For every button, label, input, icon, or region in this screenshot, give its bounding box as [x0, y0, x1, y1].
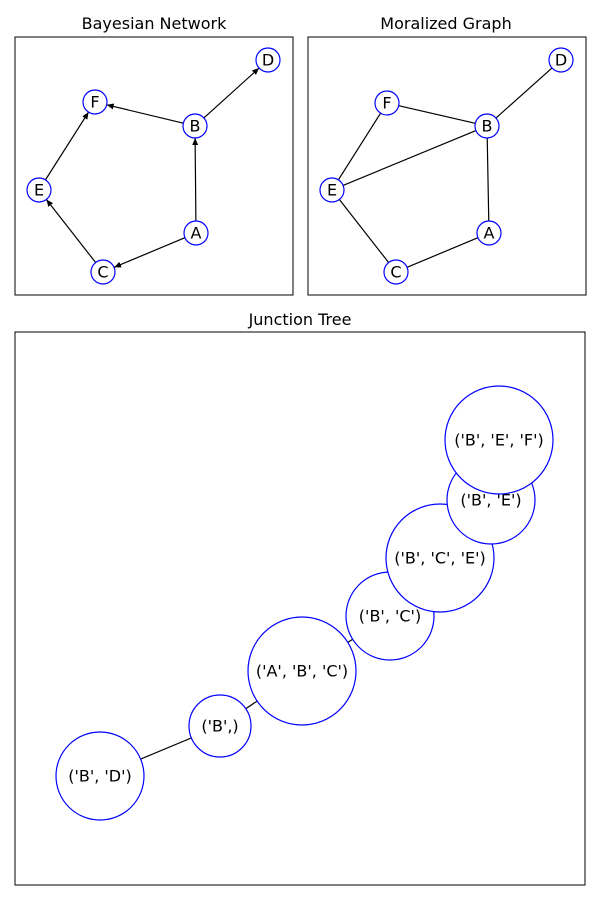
- bn-node-circle: [182, 113, 208, 139]
- moralized-graph-frame: [307, 36, 587, 296]
- mg-node-circle: [383, 259, 409, 285]
- mg-node-circle: [474, 113, 500, 139]
- mg-node-label: C: [390, 263, 401, 282]
- bn-node-d: D: [255, 47, 281, 73]
- mg-edge-b-e: [342, 130, 477, 186]
- bn-node-circle: [255, 47, 281, 73]
- bn-node-label: C: [97, 263, 108, 282]
- jt-clique-label: ('B', 'E', 'F'): [454, 431, 544, 450]
- bn-node-label: A: [191, 224, 202, 243]
- bn-node-e: E: [26, 177, 52, 203]
- bn-node-b: B: [182, 113, 208, 139]
- bn-edge-a-b: [192, 137, 199, 222]
- mg-node-label: F: [382, 94, 391, 113]
- bn-node-a: A: [183, 220, 209, 246]
- mg-edge-a-b: [486, 137, 490, 222]
- jt-clique-bd: ('B', 'D'): [55, 731, 145, 821]
- moralized-graph-edges: [337, 67, 553, 268]
- bn-edge-e-f: [44, 111, 90, 181]
- bn-edge-c-e: [45, 199, 97, 263]
- mg-edge-b-d: [495, 67, 553, 119]
- jt-clique-label: ('B', 'D'): [68, 767, 132, 786]
- bayesian-network-nodes: A B C D E F: [26, 47, 281, 285]
- jt-clique-circle: [444, 385, 554, 495]
- bayesian-network-title: Bayesian Network: [82, 14, 227, 33]
- bn-node-label: E: [34, 181, 44, 200]
- mg-node-c: C: [383, 259, 409, 285]
- bn-node-f: F: [82, 89, 108, 115]
- mg-edge-a-c: [406, 237, 479, 268]
- bn-edge-a-c: [113, 237, 186, 268]
- mg-edge-b-f: [398, 105, 476, 124]
- moralized-graph-nodes: A B C D E F: [319, 47, 574, 285]
- mg-node-label: D: [555, 51, 567, 70]
- moralized-graph-title: Moralized Graph: [380, 14, 511, 33]
- bn-edge-b-f: [106, 103, 184, 124]
- mg-node-circle: [476, 220, 502, 246]
- junction-tree-panel: Junction Tree ('B', 'D') ('B',) ('A', 'B',…: [14, 310, 586, 886]
- mg-node-circle: [319, 177, 345, 203]
- junction-tree-nodes: ('B', 'D') ('B',) ('A', 'B', 'C') ('B', 'C'…: [55, 385, 554, 821]
- mg-node-label: A: [484, 224, 495, 243]
- jt-clique-label: ('B', 'C'): [359, 607, 421, 626]
- bn-node-circle: [90, 259, 116, 285]
- moralized-graph-panel: Moralized Graph A B C D E F: [307, 14, 587, 296]
- mg-node-label: B: [482, 117, 493, 136]
- bn-node-label: F: [90, 93, 99, 112]
- bn-node-c: C: [90, 259, 116, 285]
- bn-edge-b-d: [203, 67, 260, 119]
- bn-node-label: B: [190, 117, 201, 136]
- mg-edge-e-f: [337, 112, 382, 181]
- jt-clique-label: ('B',): [201, 717, 238, 736]
- mg-node-e: E: [319, 177, 345, 203]
- mg-edge-c-e: [338, 199, 390, 263]
- mg-node-circle: [374, 90, 400, 116]
- jt-clique-circle: [247, 616, 357, 726]
- jt-clique-bef: ('B', 'E', 'F'): [444, 385, 554, 495]
- bayesian-network-edges: [44, 67, 260, 268]
- bayesian-network-panel: Bayesian Network A B C D E F: [14, 14, 294, 296]
- jt-clique-label: ('B', 'E'): [460, 491, 521, 510]
- jt-clique-abc: ('A', 'B', 'C'): [247, 616, 357, 726]
- jt-clique-circle: [55, 731, 145, 821]
- jt-clique-circle: [188, 694, 252, 758]
- bn-node-circle: [183, 220, 209, 246]
- mg-node-d: D: [548, 47, 574, 73]
- junction-tree-title: Junction Tree: [248, 310, 352, 329]
- mg-node-label: E: [327, 181, 337, 200]
- jt-clique-b: ('B',): [188, 694, 252, 758]
- jt-clique-label: ('B', 'C', 'E'): [394, 549, 485, 568]
- jt-clique-label: ('A', 'B', 'C'): [256, 662, 348, 681]
- bn-node-circle: [82, 89, 108, 115]
- mg-node-b: B: [474, 113, 500, 139]
- mg-node-f: F: [374, 90, 400, 116]
- mg-node-circle: [548, 47, 574, 73]
- bn-node-label: D: [262, 51, 274, 70]
- mg-node-a: A: [476, 220, 502, 246]
- bn-node-circle: [26, 177, 52, 203]
